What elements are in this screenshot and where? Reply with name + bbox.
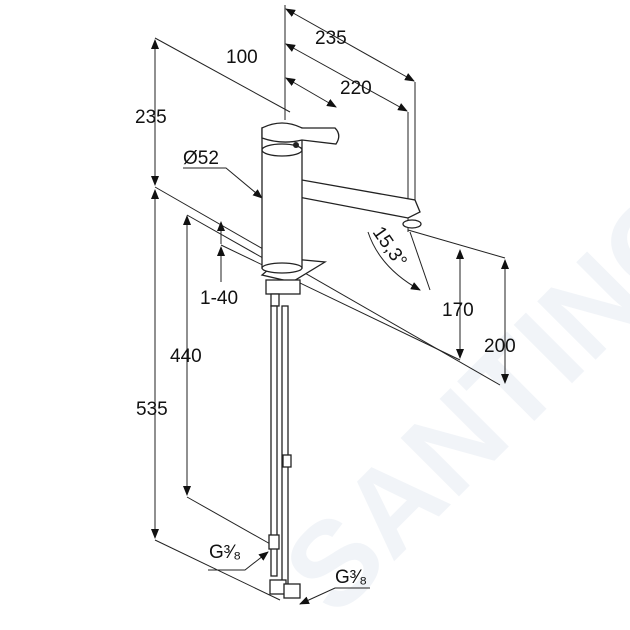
dim-label-100: 100	[226, 47, 258, 68]
dim-label-220: 220	[340, 78, 372, 99]
dim-label-535: 535	[136, 399, 168, 420]
thread-label-2: G³⁄₈	[335, 567, 367, 588]
dim-label-235-reach: 235	[315, 28, 347, 49]
dim-label-200: 200	[484, 336, 516, 357]
dim-label-deck-thickness: 1-40	[200, 288, 238, 309]
dimension-lines	[151, 8, 509, 605]
dim-label-440: 440	[170, 346, 202, 367]
faucet-body	[260, 122, 422, 599]
dim-label-diameter: Ø52	[183, 148, 219, 169]
watermark: SANTINO	[259, 162, 630, 630]
dim-label-170: 170	[442, 300, 474, 321]
thread-label-1: G³⁄₈	[209, 542, 241, 563]
dim-label-235-height: 235	[135, 107, 167, 128]
